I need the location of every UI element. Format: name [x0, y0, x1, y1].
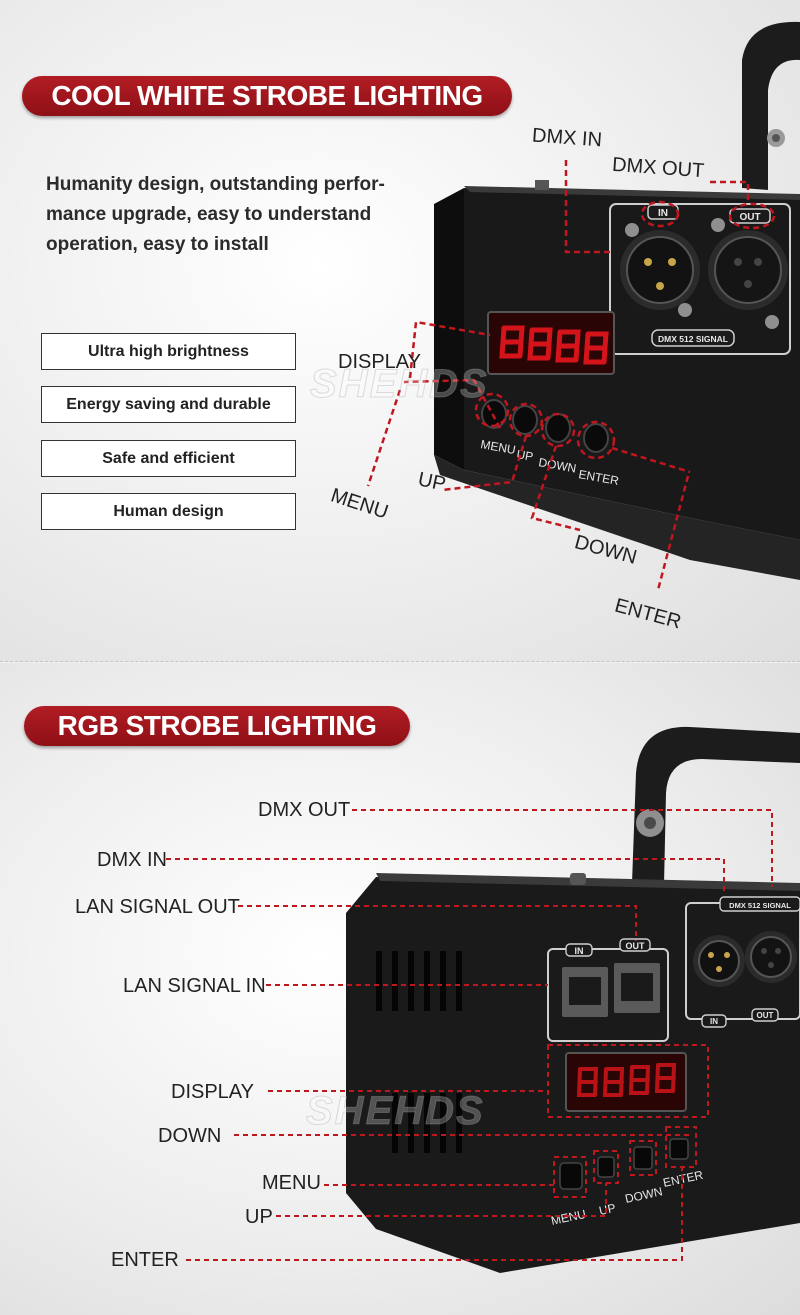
connector-plate-outline: [609, 203, 791, 355]
dmx-out-port-label: OUT: [757, 1011, 774, 1020]
lan-plate-outline: [547, 948, 669, 1042]
label-up: UP: [245, 1206, 273, 1228]
section-title: RGB STROBE LIGHTING: [24, 706, 410, 746]
label-down: DOWN: [158, 1125, 222, 1147]
mounting-bracket: [742, 21, 800, 191]
label-enter: ENTER: [111, 1249, 179, 1271]
description: Humanity design, outstanding perfor-manc…: [46, 174, 385, 255]
panel-up-label: UP: [515, 447, 534, 464]
label-dmx-in: DMX IN: [531, 124, 603, 152]
rgb-device-illustration: IN OUT DMX 512 SIGNAL IN OUT: [166, 726, 800, 1273]
section-divider: [0, 661, 800, 662]
mounting-bracket: [632, 726, 800, 885]
feature-safe-efficient: Safe and efficient: [41, 440, 296, 477]
lan-out-port-label: OUT: [626, 941, 646, 951]
dmx-signal-label: DMX 512 SIGNAL: [658, 334, 728, 344]
label-display: DISPLAY: [338, 351, 421, 373]
control-buttons: [481, 399, 609, 453]
display-digits: [499, 325, 609, 365]
section-title: COOL WHITE STROBE LIGHTING: [22, 76, 512, 116]
display-digits: [576, 1063, 677, 1097]
port-in-label: IN: [658, 208, 668, 219]
panel-menu-label: MENU: [479, 437, 516, 457]
label-display: DISPLAY: [171, 1081, 254, 1103]
label-lan-signal-in: LAN SIGNAL IN: [123, 975, 266, 997]
dmx-signal-label: DMX 512 SIGNAL: [729, 901, 791, 910]
control-buttons: [559, 1138, 689, 1190]
port-out-label: OUT: [739, 212, 760, 223]
watermark: SHEHDS: [306, 1089, 485, 1134]
dmx-in-port-label: IN: [710, 1017, 718, 1026]
rgb-section: IN OUT DMX 512 SIGNAL IN OUT: [0, 663, 800, 1315]
label-dmx-out: DMX OUT: [258, 799, 351, 821]
cool-white-section: IN OUT DMX 512 SIGNAL: [0, 0, 800, 662]
lan-in-port-label: IN: [575, 946, 584, 956]
ventilation-slots: [376, 951, 462, 1153]
label-lan-signal-out: LAN SIGNAL OUT: [75, 896, 240, 918]
feature-ultra-high-brightness: Ultra high brightness: [41, 333, 296, 370]
callout-lines: [166, 809, 773, 1261]
cool-white-device-illustration: IN OUT DMX 512 SIGNAL: [366, 21, 800, 591]
callout-lines: [366, 160, 776, 591]
feature-human-design: Human design: [41, 493, 296, 530]
label-dmx-in: DMX IN: [97, 849, 167, 871]
feature-energy-saving: Energy saving and durable: [41, 386, 296, 423]
panel-up-label: UP: [598, 1201, 617, 1218]
watermark: SHEHDS: [310, 362, 489, 407]
label-menu: MENU: [262, 1172, 321, 1194]
label-up: UP: [416, 468, 448, 496]
